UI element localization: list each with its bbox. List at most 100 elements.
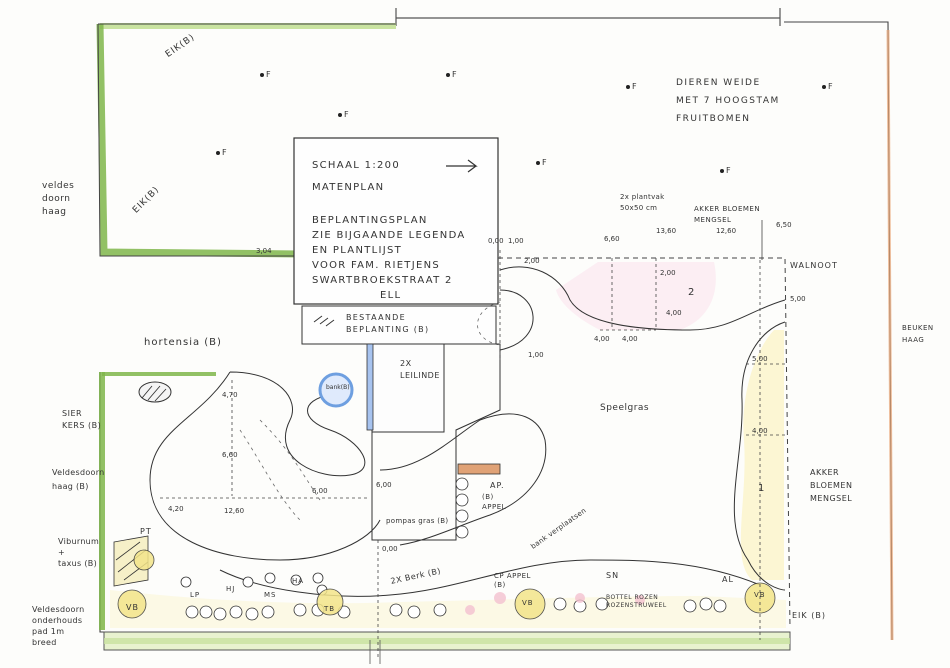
fruit-tree-2: F [446, 70, 457, 79]
border-bed-left [149, 371, 381, 561]
veldesdoornhaag-left-label: Veldesdoorn haag (B) [52, 468, 105, 491]
outer-boundary-right [784, 21, 893, 641]
bottom-bed [110, 590, 786, 628]
leilinde-strip [371, 343, 445, 433]
terrace-curve [499, 289, 534, 351]
sierkers-label: SIER KERS (B) [62, 409, 102, 430]
fruit-tree-4: F [216, 148, 227, 157]
boundary-wall [395, 8, 781, 26]
vb2-label: VB [522, 599, 534, 607]
onderhoudspad-label: Veldesdoorn onderhouds pad 1m breed [32, 605, 85, 647]
dim-4-00-d: 4,00 [594, 335, 610, 343]
dim-6-00: 6,00 [312, 487, 328, 495]
title-plan-type: MATENPLAN [312, 182, 385, 193]
region-1-label: 1 [758, 483, 766, 494]
pink-dots [465, 592, 645, 615]
title-line-1: BEPLANTINGSPLAN [312, 215, 428, 226]
tb-label: TB [324, 605, 336, 613]
dim-1-00: 1,00 [508, 237, 524, 245]
pompas-bed [371, 432, 457, 541]
fruit-tree-1: F [260, 70, 271, 79]
dim-6-60-b: 6,60 [604, 235, 620, 243]
bank-circle [318, 372, 354, 408]
legend-existing: BESTAANDE BEPLANTING (B) [346, 313, 430, 334]
garden-boundary [99, 372, 790, 633]
speelgras-edge-right [733, 321, 786, 591]
bench-existing [457, 463, 501, 475]
dim-3-04: 3,04 [256, 247, 272, 255]
yellow-shrubs [117, 549, 776, 620]
dim-5-00-b: 5,00 [752, 355, 768, 363]
bottelrozen-label: BOTTEL ROZEN ROZENSTRUWEEL [606, 594, 667, 609]
appel-ap-label: AP. [490, 481, 505, 490]
title-line-4: VOOR FAM. RIETJENS [312, 260, 441, 271]
legend-box [301, 305, 497, 345]
hortensia-label: hortensia (B) [144, 337, 222, 348]
viburnum-label: Viburnum + taxus (B) [58, 537, 100, 568]
akker-bloemen-right [740, 330, 784, 580]
fruit-tree-8: F [822, 82, 833, 91]
dimension-lines [160, 250, 786, 660]
dim-4-00-c: 4,00 [622, 335, 638, 343]
cpappel-label: CP APPEL (B) [494, 572, 531, 589]
fruit-tree-5: F [626, 82, 637, 91]
dim-12-60-b: 12,60 [716, 227, 737, 235]
dim-1-00-b: 1,00 [528, 351, 544, 359]
dim-2-00: 2,00 [660, 269, 676, 277]
bottom-shrubs [180, 477, 727, 621]
dim-6-50: 6,50 [776, 221, 792, 229]
lp-label: LP [190, 591, 201, 599]
dim-5-00-a: 5,00 [790, 295, 806, 303]
akker-right-label: AKKER BLOEMEN MENGSEL [810, 468, 853, 503]
speelgras-edge-bottom [219, 559, 761, 597]
leilinde-label: 2X LEILINDE [400, 359, 440, 380]
pompas-label: pompas gras (B) [386, 517, 449, 525]
al-label: AL [722, 575, 734, 584]
dim-2-00-b: 2,00 [524, 257, 540, 265]
walnoot-label: WALNOOT [790, 261, 838, 270]
title-scale: SCHAAL 1:200 [312, 160, 400, 171]
dim-4-20: 4,20 [168, 505, 184, 513]
dim-4-70: 4,70 [222, 391, 238, 399]
title-line-2: ZIE BIJGAANDE LEGENDA [312, 230, 466, 241]
dierenweide-label: DIEREN WEIDE MET 7 HOOGSTAM FRUITBOMEN [676, 78, 780, 124]
veldesdoorn-hedge-top [96, 23, 301, 258]
fruit-tree-6: F [536, 158, 547, 167]
dim-0-00: 0,00 [488, 237, 504, 245]
north-arrow [446, 159, 478, 173]
vb-label: VB [126, 603, 139, 612]
veldesdoornhaag-top-label: veldes doorn haag [42, 181, 75, 217]
dim-13-60: 13,60 [656, 227, 677, 235]
hj-label: HJ [226, 585, 236, 593]
appel-b-label: (B) APPEL [482, 493, 507, 511]
bank-label: bank(B) [326, 384, 350, 391]
region-2-label: 2 [688, 287, 696, 298]
fruit-tree-7: F [720, 166, 731, 175]
dim-4-00-b: 4,00 [666, 309, 682, 317]
speelgras-label: Speelgras [600, 403, 650, 413]
fruit-tree-3: F [338, 110, 349, 119]
plantvak-label: 2x plantvak 50x50 cm [620, 193, 665, 212]
vb3-label: VB [754, 591, 766, 599]
dim-12-60: 12,60 [224, 507, 245, 515]
dim-0-00-b: 0,00 [382, 545, 398, 553]
dim-6-00-b: 6,00 [376, 481, 392, 489]
sn-label: SN [606, 571, 620, 580]
ha-label: HA [292, 577, 305, 585]
dim-6-60: 6,60 [222, 451, 238, 459]
title-line-5: SWARTBROEKSTRAAT 2 [312, 275, 453, 286]
title-line-6: ELL [380, 290, 402, 301]
speelgras-edge-top [499, 266, 786, 331]
beukenhaag-label: BEUKEN HAAG [902, 324, 934, 344]
dim-4-00-a: 4,00 [752, 427, 768, 435]
garden-boundary-dashed [498, 257, 791, 629]
title-line-3: EN PLANTLIJST [312, 245, 403, 256]
eik-bottom-label: EIK (B) [792, 611, 826, 620]
akker-bloemen-top [556, 262, 716, 330]
border-bed-center [379, 413, 547, 546]
ms-label: MS [264, 591, 277, 599]
pt-label: PT [140, 527, 152, 536]
beuken-hedge [886, 29, 894, 641]
